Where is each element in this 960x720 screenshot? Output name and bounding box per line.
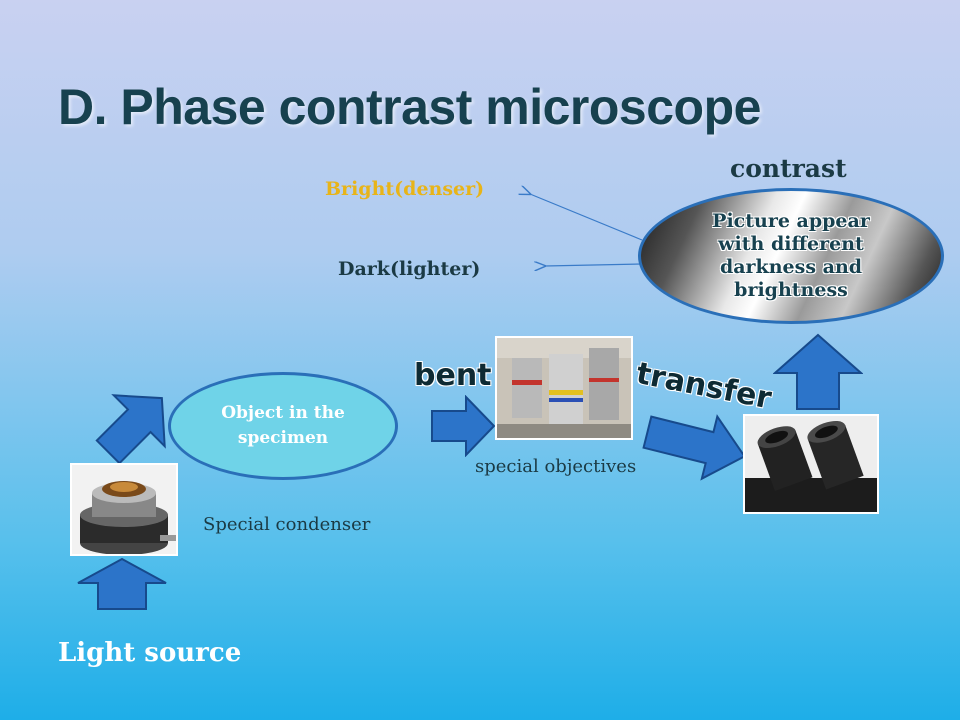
eyepiece-image <box>743 414 879 514</box>
condenser-image <box>70 463 178 556</box>
special-objectives-label: special objectives <box>475 456 637 477</box>
up-arrow-to-picture <box>773 333 863 410</box>
bent-label: bent <box>414 358 492 393</box>
special-condenser-label: Special condenser <box>203 514 371 535</box>
condenser-drawing <box>80 481 176 554</box>
light-source-arrow <box>77 557 167 610</box>
arrow-to-eyepiece <box>642 414 746 481</box>
objectives-drawing <box>497 338 631 438</box>
slide-title: D. Phase contrast microscope <box>58 79 761 135</box>
dark-label: Dark(lighter) <box>338 258 481 280</box>
picture-oval-text: Picture appear with different darkness a… <box>712 210 870 301</box>
picture-oval: Picture appear with different darkness a… <box>638 188 944 324</box>
objectives-image <box>495 336 633 440</box>
connector-to-dark <box>545 264 643 266</box>
eyepiece-drawing <box>745 420 877 512</box>
contrast-label: contrast <box>730 154 847 183</box>
diagonal-arrow <box>95 394 166 465</box>
light-source-label: Light source <box>58 638 242 668</box>
object-oval-text: Object in the specimen <box>221 402 345 449</box>
connector-to-bright <box>530 194 643 241</box>
object-oval: Object in the specimen <box>168 372 398 480</box>
bright-label: Bright(denser) <box>325 178 485 200</box>
right-arrow-to-objectives <box>431 395 496 457</box>
